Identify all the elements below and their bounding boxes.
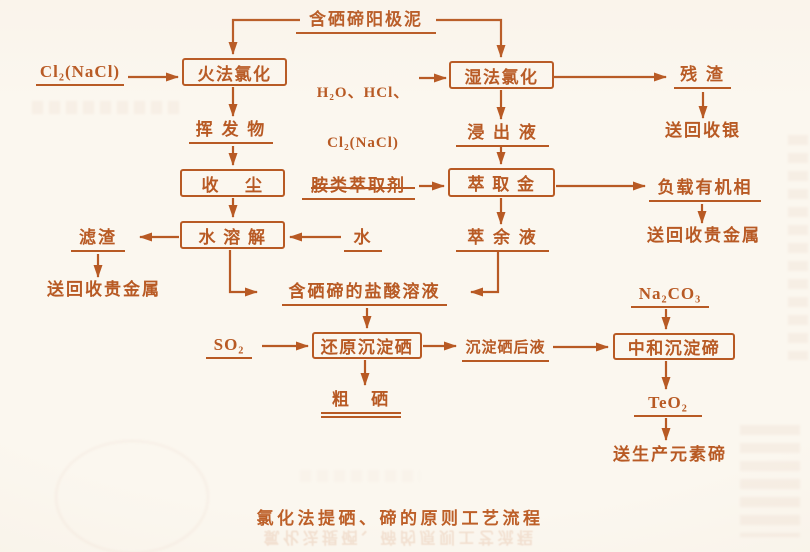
label-send-precious-left: 送回收贵金属: [47, 280, 161, 299]
process-box-fire-chlorination: 火法氯化: [182, 58, 287, 86]
process-box-dust-collection: 收 尘: [180, 169, 285, 197]
arrow-dissolve-to-hclsol: [228, 250, 258, 297]
label-post-se-liquor: 沉淀硒后液: [462, 338, 549, 362]
label-send-silver: 送回收银: [665, 121, 741, 140]
show-through-smudge: [32, 101, 180, 114]
label-residue: 残 渣: [674, 65, 731, 89]
show-through-smudge: [300, 470, 420, 482]
process-box-water-dissolution: 水 溶 解: [180, 221, 285, 249]
show-through-smudge: [740, 425, 800, 537]
label-cl2-nacl-left: Cl₂(NaCl): [36, 62, 124, 86]
label-so2: SO₂: [206, 335, 252, 359]
process-box-wet-chlorination: 湿法氯化: [449, 61, 554, 89]
label-amine-extractant: 胺类萃取剂: [302, 176, 415, 200]
label-h2o-hcl-line1: H₂O、HCl、: [316, 85, 410, 101]
process-box-neutral-precip-te: 中和沉淀碲: [613, 333, 735, 360]
label-leach-liquor: 浸 出 液: [456, 123, 549, 147]
label-teo2: TeO₂: [634, 393, 702, 417]
figure-caption: 氯化法提硒、碲的原则工艺流程: [256, 509, 544, 528]
arrow-anode-to-wet: [436, 18, 506, 58]
label-filter-residue: 滤渣: [71, 228, 125, 252]
show-through-smudge: [788, 135, 808, 360]
arrow-anode-to-fire: [228, 18, 300, 55]
label-water: 水: [344, 228, 382, 252]
label-send-elemental-te: 送生产元素碲: [613, 445, 727, 464]
process-box-reduce-precip-se: 还原沉淀硒: [312, 332, 422, 359]
show-through-smudge: [55, 440, 209, 552]
label-na2co3: Na₂CO₃: [631, 284, 709, 308]
label-h2o-hcl-cl2: H₂O、HCl、 Cl₂(NaCl): [311, 51, 415, 189]
label-crude-selenium: 粗 硒: [321, 390, 401, 418]
arrow-raffinate-to-hclsol: [470, 251, 500, 297]
label-se-te-hcl-solution: 含硒碲的盐酸溶液: [282, 282, 447, 306]
label-h2o-hcl-line2: Cl₂(NaCl): [327, 135, 399, 151]
label-anode-slime: 含硒碲阳极泥: [296, 10, 436, 34]
label-volatiles: 挥 发 物: [189, 120, 273, 144]
label-send-precious-right: 送回收贵金属: [647, 226, 761, 245]
label-loaded-organic: 负载有机相: [649, 178, 761, 202]
process-box-extract-gold: 萃 取 金: [448, 168, 555, 197]
caption-show-through: 氯化法提硒、碲的原则工艺流程: [263, 528, 537, 545]
label-raffinate: 萃 余 液: [456, 228, 549, 252]
